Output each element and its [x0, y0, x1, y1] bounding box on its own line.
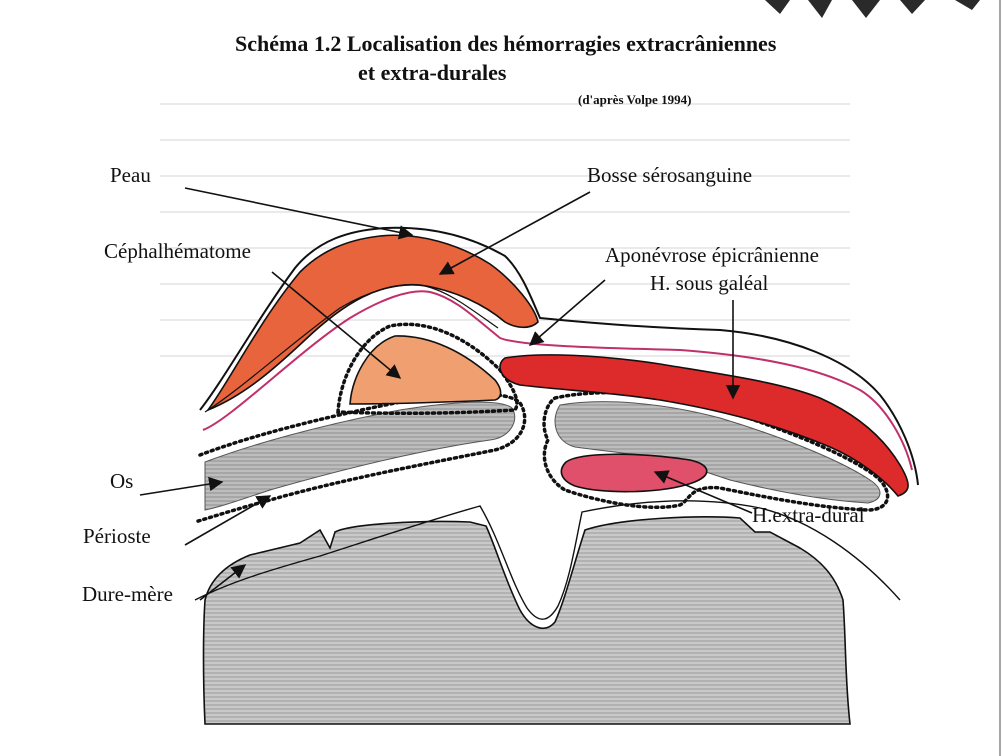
label-perioste: Périoste [83, 524, 151, 548]
arrow-bosse [440, 192, 590, 274]
label-peau: Peau [110, 163, 151, 187]
label-dure-mere: Dure-mère [82, 582, 173, 606]
diagram-title-line2: et extra-durales [358, 60, 507, 85]
label-aponevrose: Aponévrose épicrânienne [605, 243, 819, 267]
label-cephalhematome: Céphalhématome [104, 239, 251, 263]
diagram-credit: (d'après Volpe 1994) [578, 92, 691, 107]
label-sous-galeal: H. sous galéal [650, 271, 769, 295]
diagram-title-line1: Schéma 1.2 Localisation des hémorragies … [235, 31, 777, 56]
extra-dural-hematoma [561, 454, 706, 491]
label-extra-dural: H.extra-dural [752, 503, 865, 527]
page-corner-marks [765, 0, 980, 18]
label-os: Os [110, 469, 133, 493]
cephalhematoma [350, 336, 501, 404]
arrow-aponevrose [530, 280, 605, 345]
brain-mass [204, 517, 851, 724]
label-bosse-serosanguine: Bosse sérosanguine [587, 163, 752, 187]
